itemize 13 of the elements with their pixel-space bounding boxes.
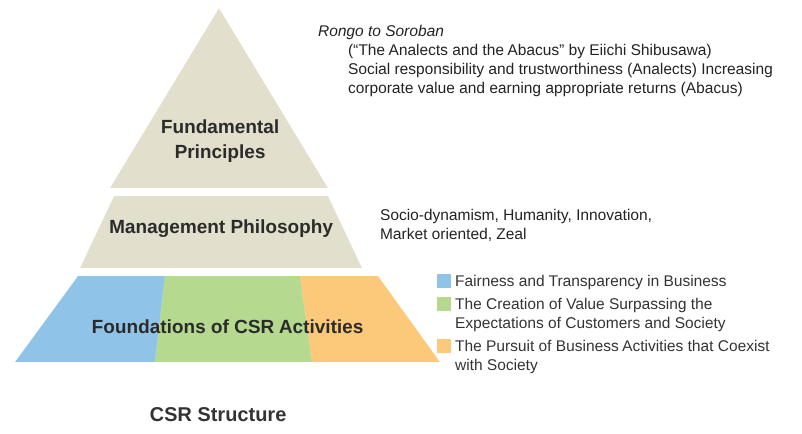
description-text: (“The Analects and the Abacus” by Eiichi Shibusawa)	[348, 41, 713, 60]
pyramid-tier	[15, 276, 440, 362]
tier-label: Fundamental Principles	[160, 116, 280, 165]
tier-label: Foundations of CSR Activities	[90, 316, 364, 340]
legend-text: Fairness and Transparency in Business	[455, 272, 726, 291]
tier-label: Management Philosophy	[108, 216, 334, 240]
legend-text: The Pursuit of Business Activities that Coexist with Society	[455, 337, 770, 375]
pyramid-tier	[80, 196, 362, 268]
diagram-title: CSR Structure	[148, 404, 288, 427]
description-text: Socio-dynamism, Humanity, Innovation, Market oriented, Zeal	[380, 206, 653, 244]
description-text: Social responsibility and trustworthiness (Analects) Increasing corporate value and earning appropriate returns (Abacus)	[348, 60, 774, 98]
legend-text: The Creation of Value Surpassing the Expectations of Customers and Society	[455, 295, 727, 333]
book-title: Rongo to Soroban	[318, 22, 445, 41]
